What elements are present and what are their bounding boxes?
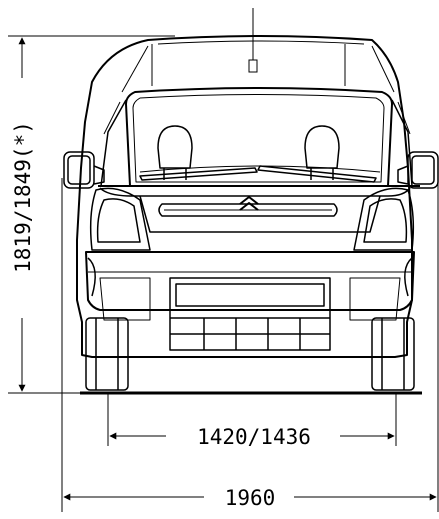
wheel-right	[371, 317, 415, 391]
windshield	[125, 87, 393, 187]
track-label: 1420/1436	[197, 425, 311, 449]
vehicle-body	[63, 35, 439, 391]
body-outline	[76, 35, 413, 358]
wheel-left	[85, 317, 129, 391]
antenna	[248, 8, 258, 73]
mirror-right	[397, 151, 439, 189]
width-label: 1960	[225, 486, 276, 510]
front-bumper	[85, 251, 415, 311]
width-dimension	[61, 178, 439, 512]
double-chevron-logo	[239, 196, 259, 211]
track-dimension	[107, 393, 397, 446]
wiper-right	[257, 165, 377, 183]
upper-grille	[158, 203, 338, 217]
height-dimension	[8, 35, 175, 394]
headlight-right	[353, 187, 415, 251]
seat-left	[157, 125, 193, 180]
mirror-left	[63, 151, 105, 189]
wiper-left	[139, 167, 258, 181]
hood	[99, 187, 411, 197]
headlight-left	[89, 187, 151, 251]
lower-grille	[169, 277, 331, 351]
height-label: 1819/1849(*)	[11, 121, 35, 273]
